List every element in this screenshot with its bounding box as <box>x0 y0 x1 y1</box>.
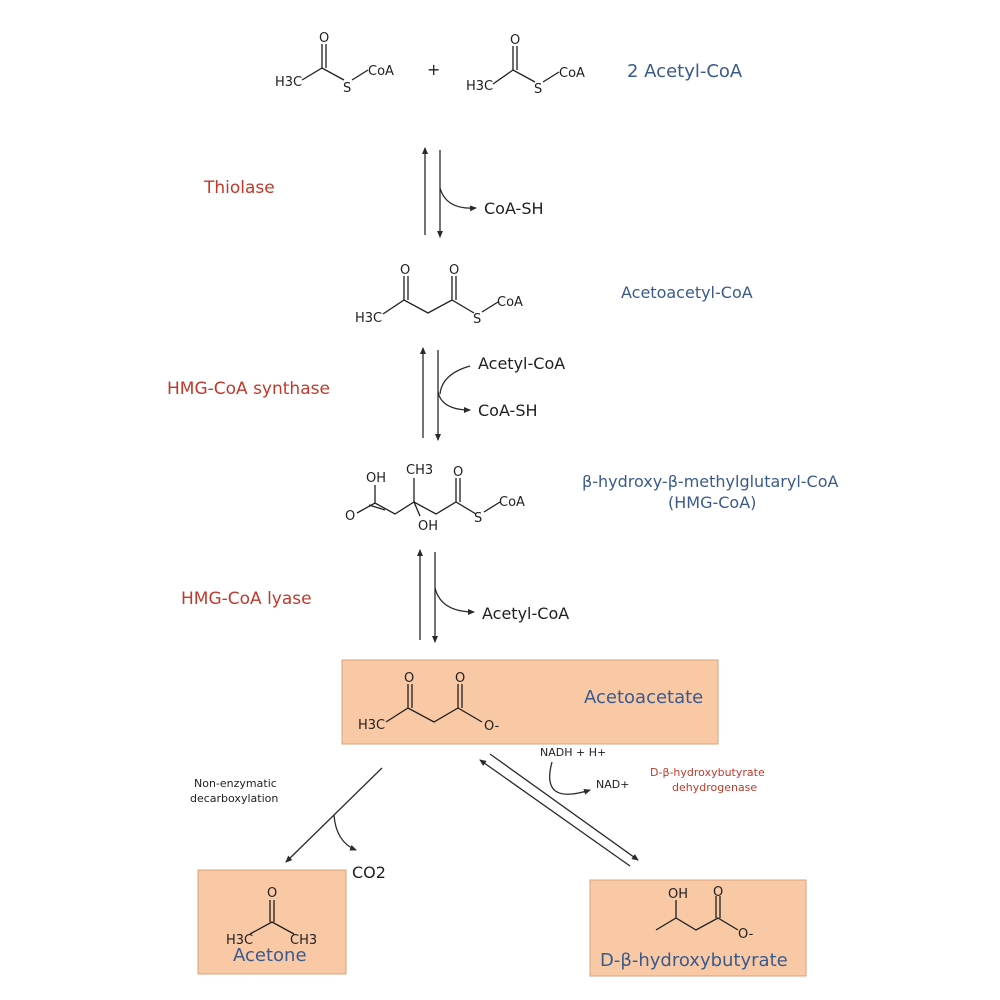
oxygen-label: O <box>400 263 410 278</box>
oxygen-label: O <box>455 671 465 686</box>
plus-sign: + <box>427 60 440 79</box>
acetyl-coa-input: Acetyl-CoA <box>478 354 565 373</box>
hydroxybutyrate-label: D-β-hydroxybutyrate <box>600 950 788 971</box>
oxygen-label: O <box>510 33 520 48</box>
hmg-coa-structure: OH O CH3 OH O S CoA <box>345 463 525 534</box>
hydroxyl-label: OH <box>418 519 438 534</box>
sulfur-label: S <box>473 312 481 327</box>
sulfur-label: S <box>474 511 482 526</box>
h3c-label: H3C <box>275 75 302 90</box>
hmg-coa-synthase-enzyme: HMG-CoA synthase <box>167 379 330 399</box>
coa-sh-output: CoA-SH <box>484 199 544 218</box>
oxygen-label: O <box>713 885 723 900</box>
oxygen-label: O <box>404 671 414 686</box>
side-product-arrow <box>439 187 477 212</box>
hydroxyl-label: OH <box>668 887 688 902</box>
coa-sh-output-arrow <box>437 391 471 413</box>
hydroxybutyrate-box <box>589 879 807 977</box>
acetyl-coa-output: Acetyl-CoA <box>482 604 569 623</box>
carboxylate-label: O- <box>738 927 754 942</box>
oxygen-label: O <box>319 31 329 46</box>
h3c-label: H3C <box>358 718 385 733</box>
acetoacetate-label: Acetoacetate <box>584 687 703 708</box>
dehydrogenase-enzyme-line1: D-β-hydroxybutyrate <box>650 766 765 779</box>
carboxylate-label: O- <box>484 719 500 734</box>
sulfur-label: S <box>534 82 542 97</box>
oxygen-label: O <box>449 263 459 278</box>
coa-label: CoA <box>497 295 523 310</box>
coa-label: CoA <box>499 495 525 510</box>
acetoacetate-box <box>341 659 719 745</box>
acetyl-coa-input-arrow <box>439 365 471 395</box>
coa-label: CoA <box>368 64 394 79</box>
methyl-label: CH3 <box>406 463 433 478</box>
co2-output-arrow <box>333 814 357 851</box>
acetoacetate-structure: H3C O O O- <box>358 671 500 734</box>
nad-output: NAD+ <box>596 778 629 791</box>
hmg-coa-label-line1: β-hydroxy-β-methylglutaryl-CoA <box>582 472 838 491</box>
hydroxyl-label: OH <box>366 471 386 486</box>
dehydrogenase-enzyme-line2: dehydrogenase <box>672 781 757 794</box>
nadh-input: NADH + H+ <box>540 746 606 759</box>
oxygen-label: O <box>267 886 277 901</box>
ch3-label: CH3 <box>290 933 317 948</box>
thiolase-enzyme: Thiolase <box>203 178 275 198</box>
decarboxylation-label-line1: Non-enzymatic <box>194 777 277 790</box>
hmg-coa-label-line2: (HMG-CoA) <box>668 493 756 512</box>
hydroxybutyrate-structure: OH O O- <box>655 885 754 942</box>
decarboxylation-label-line2: decarboxylation <box>190 792 278 805</box>
acetoacetyl-coa-label: Acetoacetyl-CoA <box>621 283 753 302</box>
acetyl-coa-structure-2: H3C O S CoA <box>466 33 585 97</box>
acetyl-coa-output-arrow <box>434 587 475 615</box>
sulfur-label: S <box>343 81 351 96</box>
oxygen-label: O <box>345 509 355 524</box>
acetyl-coa-structure-1: H3C O S CoA <box>275 31 394 96</box>
co2-output: CO2 <box>352 863 386 882</box>
reverse-arrow <box>479 759 631 867</box>
cofactor-arrow <box>549 761 591 795</box>
acetyl-coa-label: 2 Acetyl-CoA <box>627 61 743 82</box>
hmg-coa-lyase-enzyme: HMG-CoA lyase <box>181 589 312 609</box>
oxygen-label: O <box>453 465 463 480</box>
acetone-label: Acetone <box>233 945 307 966</box>
acetoacetyl-coa-structure: H3C O O S CoA <box>355 263 523 327</box>
h3c-label: H3C <box>466 79 493 94</box>
forward-arrow <box>489 753 639 861</box>
h3c-label: H3C <box>226 933 253 948</box>
acetone-structure: O H3C CH3 <box>226 886 317 948</box>
coa-label: CoA <box>559 66 585 81</box>
coa-sh-output: CoA-SH <box>478 401 538 420</box>
h3c-label: H3C <box>355 311 382 326</box>
